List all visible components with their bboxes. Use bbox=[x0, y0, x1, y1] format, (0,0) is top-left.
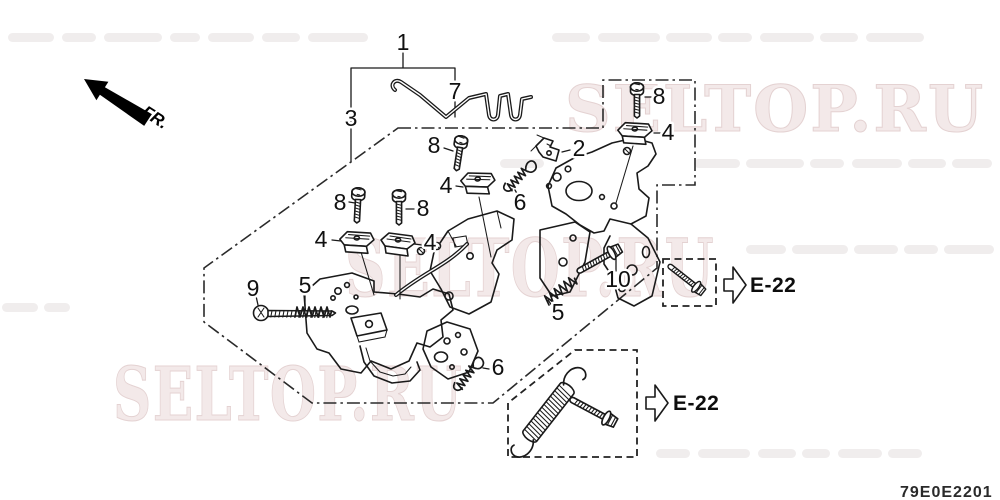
callout-10-label: 10 bbox=[605, 266, 631, 292]
watermark-center: SELTOP.RU bbox=[345, 221, 715, 315]
e22-arrow-icon-1 bbox=[723, 266, 747, 304]
e22-label-2: E-22 bbox=[673, 392, 719, 415]
ghost-row bbox=[8, 33, 924, 42]
part-2-clip bbox=[530, 134, 560, 162]
callout-leader-lines bbox=[255, 96, 661, 370]
fr-arrow-icon bbox=[84, 79, 152, 126]
e22-label-1: E-22 bbox=[750, 274, 796, 297]
ghost-row bbox=[2, 303, 70, 312]
callout-6-label-1: 6 bbox=[514, 189, 527, 215]
ghost-row bbox=[746, 245, 994, 254]
callout-labels: 1 3 7 2 8 8 8 8 4 4 4 4 6 6 9 5 5 10 bbox=[244, 27, 677, 383]
callout-2-label: 2 bbox=[573, 135, 586, 161]
fr-label: FR. bbox=[138, 102, 171, 133]
callout-5-label-2: 5 bbox=[552, 299, 565, 325]
callout-7-label: 7 bbox=[449, 78, 462, 104]
watermark-bottom-left: SELTOP.RU bbox=[113, 352, 463, 438]
callout-8-label-3: 8 bbox=[428, 132, 441, 158]
callout-1-bracket bbox=[350, 52, 456, 162]
ghost-text-rows bbox=[2, 33, 994, 458]
assembly-plate-left bbox=[303, 272, 454, 384]
diagram-code: 79E0E2201 bbox=[900, 484, 993, 500]
callout-5-label-1: 5 bbox=[299, 272, 312, 298]
e22-detail-box-spring: E-22 bbox=[507, 349, 719, 458]
assembly-axis-lines bbox=[360, 145, 634, 300]
e22-arrow-icon-2 bbox=[645, 384, 669, 422]
ghost-row bbox=[500, 159, 992, 168]
callout-6-label-2: 6 bbox=[492, 354, 505, 380]
callout-4-label-2: 4 bbox=[424, 229, 437, 255]
e22-detail-box-bolt: E-22 bbox=[662, 258, 796, 307]
callout-4-label-3: 4 bbox=[440, 172, 453, 198]
callout-8-label-4: 8 bbox=[653, 83, 666, 109]
part-8-bolt-3 bbox=[449, 134, 470, 173]
callout-1-label: 1 bbox=[397, 29, 410, 55]
part-8-bolt-2 bbox=[391, 189, 407, 226]
assembly-plate-center bbox=[416, 210, 515, 315]
assembly-plate-middle bbox=[539, 221, 591, 297]
callout-3-label: 3 bbox=[345, 105, 358, 131]
fr-direction-arrow: FR. bbox=[84, 79, 172, 133]
ghost-row bbox=[656, 449, 922, 458]
callout-8-label-2: 8 bbox=[417, 195, 430, 221]
part-8-bolt-1 bbox=[349, 186, 366, 225]
callout-8-label-1: 8 bbox=[334, 189, 347, 215]
part-4-clamp-3 bbox=[459, 169, 498, 198]
assembly-link-wire bbox=[394, 242, 469, 297]
callout-4-label-1: 4 bbox=[315, 226, 328, 252]
callout-4-label-4: 4 bbox=[662, 119, 675, 145]
callout-9-label: 9 bbox=[247, 275, 260, 301]
main-boundary-outline bbox=[203, 79, 696, 404]
e22-spring bbox=[510, 366, 587, 458]
part-7-rod bbox=[390, 78, 533, 122]
